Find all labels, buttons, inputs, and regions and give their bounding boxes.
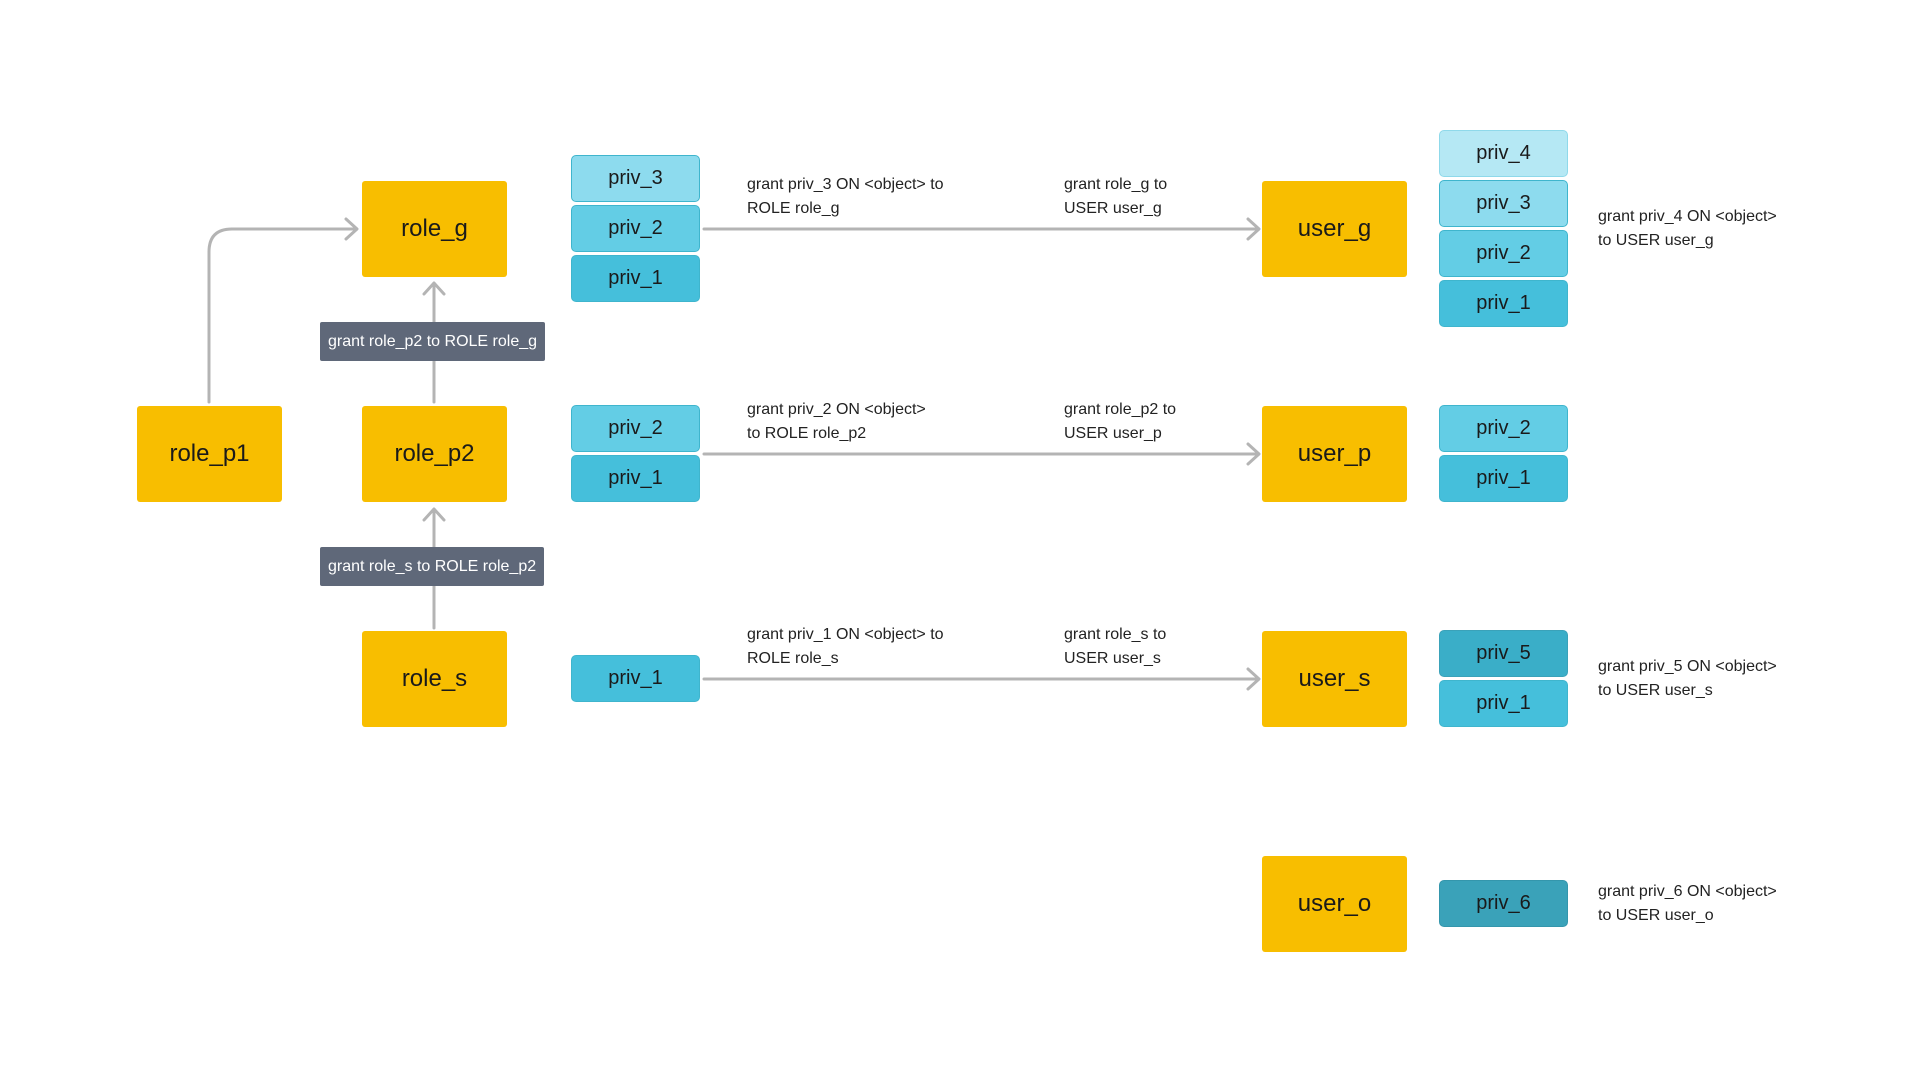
role-p2-priv-item[interactable]: priv_2 [571,405,700,452]
edge-tag-role-s-to-role-p2: grant role_s to ROLE role_p2 [320,547,545,586]
user-p-priv-item[interactable]: priv_2 [1439,405,1568,452]
user-p-node[interactable]: user_p [1262,406,1407,502]
role-g-priv-item[interactable]: priv_3 [571,155,700,202]
user-g-priv-item[interactable]: priv_2 [1439,230,1568,277]
user-g-node[interactable]: user_g [1262,181,1407,277]
grant-label-direct-user-s: grant priv_5 ON <object> to USER user_s [1598,658,1777,699]
arrowhead [344,217,359,241]
grant-label-priv-to-role-p2: grant priv_2 ON <object> to ROLE role_p2 [747,401,926,442]
user-p-priv-item[interactable]: priv_1 [1439,455,1568,502]
user-s-priv-item[interactable]: priv_1 [1439,680,1568,727]
role-s-node[interactable]: role_s [362,631,507,727]
arrowhead [1246,217,1261,241]
role-p2-node[interactable]: role_p2 [362,406,507,502]
grant-label-direct-user-o: grant priv_6 ON <object> to USER user_o [1598,883,1777,924]
arrowhead [422,507,446,522]
user-g-priv-item[interactable]: priv_4 [1439,130,1568,177]
arrowhead [1246,442,1261,466]
grant-label-role-s-to-user-s: grant role_s to USER user_s [1064,626,1167,667]
user-g-priv-item[interactable]: priv_3 [1439,180,1568,227]
grant-label-priv-to-role-s: grant priv_1 ON <object> to ROLE role_s [747,626,944,667]
user-o-priv-item[interactable]: priv_6 [1439,880,1568,927]
role-p1-node[interactable]: role_p1 [137,406,282,502]
role-p2-priv-item[interactable]: priv_1 [571,455,700,502]
role-g-priv-item[interactable]: priv_2 [571,205,700,252]
grant-label-direct-user-g: grant priv_4 ON <object> to USER user_g [1598,208,1777,249]
role-s-priv-item[interactable]: priv_1 [571,655,700,702]
role-g-priv-item[interactable]: priv_1 [571,255,700,302]
edge-role-p1-to-role-g [207,227,358,404]
user-g-priv-item[interactable]: priv_1 [1439,280,1568,327]
grant-label-role-p2-to-user-p: grant role_p2 to USER user_p [1064,401,1177,442]
role-g-node[interactable]: role_g [362,181,507,277]
edge-tag-role-p2-to-role-g: grant role_p2 to ROLE role_g [320,322,546,361]
grant-label-priv-to-role-g: grant priv_3 ON <object> to ROLE role_g [747,176,944,217]
arrowhead [1246,667,1261,691]
user-s-priv-item[interactable]: priv_5 [1439,630,1568,677]
grant-label-role-g-to-user-g: grant role_g to USER user_g [1064,176,1168,217]
user-o-node[interactable]: user_o [1262,856,1407,952]
user-s-node[interactable]: user_s [1262,631,1407,727]
arrowhead [422,281,446,296]
